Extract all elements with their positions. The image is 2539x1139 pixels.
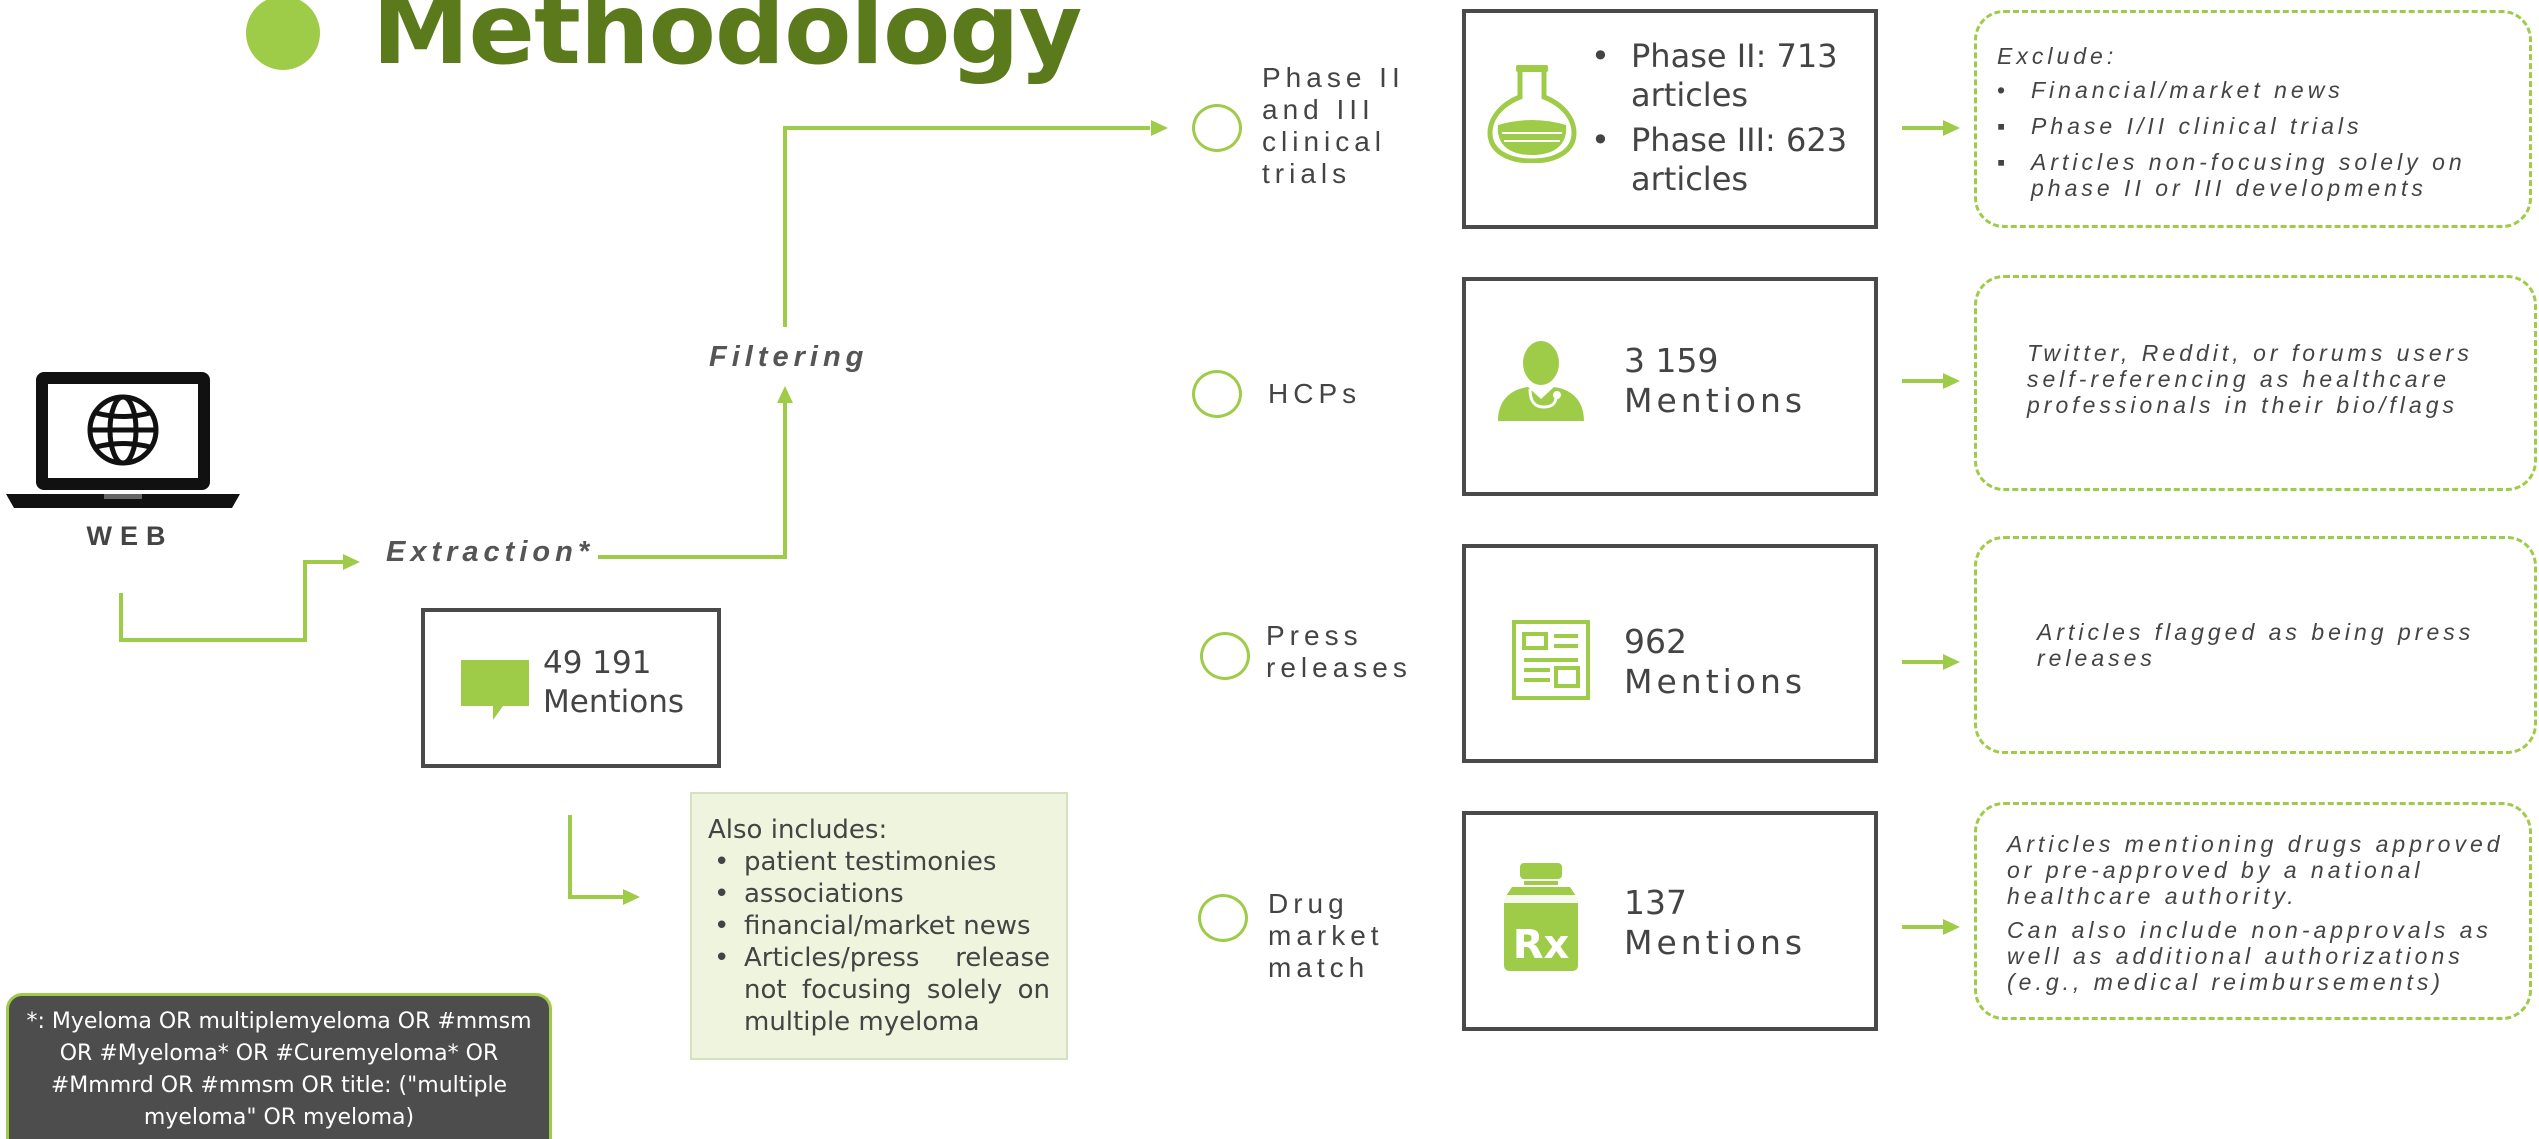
category-label-trials: Phase II and III clinical trials [1262, 62, 1405, 189]
list-item: Phase III: 623 articles [1584, 121, 1884, 199]
press-count: 962 [1624, 622, 1687, 661]
doctor-icon [1498, 341, 1584, 421]
also-includes-title: Also includes: [708, 815, 888, 845]
criteria-heading: Exclude: [1997, 43, 2118, 69]
list-item: ▪Phase I/II clinical trials [1997, 113, 2363, 139]
arrowhead [1943, 373, 1960, 389]
category-marker-circle [1198, 894, 1248, 942]
trials-phase-list: Phase II: 713 articles Phase III: 623 ar… [1584, 37, 1884, 205]
prescription-bottle-icon: Rx [1504, 863, 1578, 971]
speech-bubble-icon [461, 660, 529, 720]
press-unit: Mentions [1624, 661, 1807, 701]
list-item: financial/market news [714, 910, 1050, 942]
svg-text:Rx: Rx [1513, 922, 1570, 968]
mentions-to-also-line [568, 815, 625, 899]
trials-box: Phase II: 713 articles Phase III: 623 ar… [1462, 9, 1878, 229]
newspaper-icon [1512, 620, 1590, 700]
criteria-text: Articles flagged as being press releases [2037, 619, 2475, 671]
arrowhead [777, 386, 793, 403]
criteria-text: Can also include non-approvals as well a… [2007, 917, 2492, 995]
drug-criteria-box: Articles mentioning drugs approved or pr… [1974, 802, 2532, 1020]
laptop-globe-icon [6, 372, 240, 508]
criteria-text: Articles mentioning drugs approved or pr… [2007, 831, 2504, 909]
filtering-to-trials-line [783, 126, 1150, 327]
extraction-unit: Mentions [543, 683, 684, 720]
list-item: Phase II: 713 articles [1584, 37, 1884, 115]
hcps-unit: Mentions [1624, 380, 1807, 420]
arrowhead [1943, 120, 1960, 136]
arrowhead [1943, 654, 1960, 670]
category-label-hcps: HCPs [1268, 378, 1362, 409]
category-marker-circle [1192, 104, 1242, 152]
category-marker-circle [1200, 632, 1250, 680]
hcps-count: 3 159 [1624, 341, 1719, 380]
filtering-label: Filtering [709, 341, 869, 373]
web-to-extraction-line [119, 560, 345, 642]
title-bullet-dot [246, 0, 320, 70]
arrowhead [343, 554, 360, 570]
extraction-label: Extraction* [386, 536, 595, 568]
list-item: •Financial/market news [1997, 77, 2344, 103]
page-title: Methodology [372, 0, 1082, 87]
drug-count: 137 [1624, 883, 1687, 922]
criteria-list: •Financial/market news ▪Phase I/II clini… [1997, 67, 2527, 201]
list-item: associations [714, 878, 1050, 910]
query-footnote-text: *: Myeloma OR multiplemyeloma OR #mmsm O… [26, 1009, 532, 1130]
hcps-criteria-box: Twitter, Reddit, or forums users self-re… [1974, 275, 2537, 491]
hcps-box: 3 159 Mentions [1462, 277, 1878, 496]
press-criteria-box: Articles flagged as being press releases [1974, 536, 2537, 754]
flask-icon [1487, 65, 1577, 163]
query-footnote-box: *: Myeloma OR multiplemyeloma OR #mmsm O… [6, 993, 552, 1139]
drug-box: Rx 137 Mentions [1462, 811, 1878, 1031]
category-label-press: Press releases [1266, 620, 1412, 683]
trials-criteria-box: Exclude: •Financial/market news ▪Phase I… [1974, 10, 2532, 228]
also-includes-box: Also includes: patient testimonies assoc… [690, 792, 1068, 1060]
extraction-mentions-box: 49 191 Mentions [421, 608, 721, 768]
list-item: ▪Articles non-focusing solely on phase I… [1997, 149, 2466, 201]
arrowhead [623, 889, 640, 905]
list-item: Articles/press release not focusing sole… [714, 942, 1050, 1038]
arrowhead [1943, 919, 1960, 935]
category-label-drug: Drug market match [1268, 888, 1384, 983]
also-includes-list: patient testimonies associations financi… [708, 846, 1050, 1038]
arrowhead [1151, 120, 1168, 136]
list-item: patient testimonies [714, 846, 1050, 878]
web-label: WEB [86, 521, 174, 551]
criteria-text: Twitter, Reddit, or forums users self-re… [2027, 340, 2473, 418]
category-marker-circle [1192, 370, 1242, 418]
drug-unit: Mentions [1624, 922, 1807, 962]
press-box: 962 Mentions [1462, 544, 1878, 763]
extraction-to-filtering-line [598, 400, 787, 559]
extraction-count: 49 191 [543, 645, 652, 681]
